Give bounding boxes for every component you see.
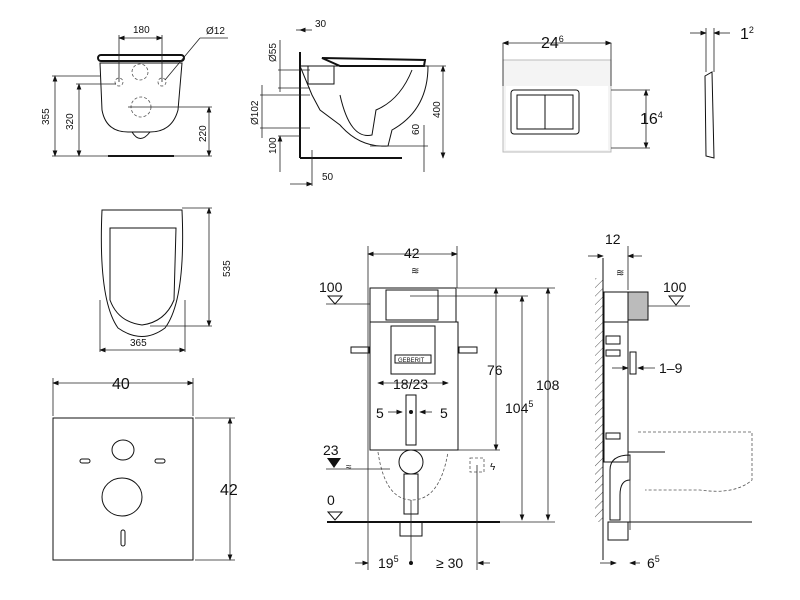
dim-dia-55: Ø55 bbox=[268, 43, 279, 62]
flush-plate-front: 246 164 bbox=[502, 34, 663, 153]
dim-mat-height: 42 bbox=[220, 482, 238, 499]
dim-mat-width: 40 bbox=[112, 376, 130, 393]
dim-355: 355 bbox=[41, 108, 52, 125]
installation-frame-front: GEBERIT ϟ 42 ≋ 100 23 ≈ 0 18/23 5 5 76 1… bbox=[319, 245, 560, 571]
dim-400: 400 bbox=[432, 101, 443, 118]
level-100-side: 100 bbox=[663, 279, 687, 295]
dim-50: 50 bbox=[322, 172, 334, 183]
brand-label: GEBERIT bbox=[398, 358, 425, 364]
water-supply-side-icon: ≋ bbox=[616, 268, 624, 279]
dim-dia-12: Ø12 bbox=[206, 26, 225, 37]
dim-5-left: 5 bbox=[376, 405, 384, 421]
dim-min-30: ≥ 30 bbox=[436, 555, 463, 571]
dim-dia-102: Ø102 bbox=[250, 100, 261, 125]
dim-76: 76 bbox=[487, 362, 503, 378]
dim-104-5: 1045 bbox=[505, 399, 533, 416]
water-supply-icon: ≋ bbox=[411, 266, 419, 277]
dim-frame-width: 42 bbox=[404, 245, 420, 261]
insulation-mat: 40 42 bbox=[52, 376, 238, 561]
dim-60: 60 bbox=[411, 123, 422, 135]
dim-220: 220 bbox=[198, 125, 209, 142]
dim-108: 108 bbox=[536, 377, 560, 393]
installation-frame-side: 12 ≋ 100 1–9 65 bbox=[588, 231, 753, 571]
wc-front-view: 180 Ø12 355 320 220 bbox=[41, 25, 228, 157]
wc-top-view: 535 365 bbox=[99, 207, 233, 353]
dim-19-5: 195 bbox=[378, 554, 399, 571]
water-inlet-icon: ≈ bbox=[346, 462, 352, 473]
dim-frame-depth: 12 bbox=[605, 231, 621, 247]
dim-365: 365 bbox=[130, 338, 147, 349]
dim-plate-height: 164 bbox=[640, 110, 663, 128]
dim-18-23: 18/23 bbox=[393, 376, 428, 392]
dim-5-right: 5 bbox=[440, 405, 448, 421]
dim-1-9: 1–9 bbox=[659, 360, 683, 376]
wc-side-view: 30 Ø55 Ø102 100 50 60 400 bbox=[250, 19, 446, 187]
dim-320: 320 bbox=[65, 113, 76, 130]
level-0: 0 bbox=[327, 492, 335, 508]
dim-6-5: 65 bbox=[647, 554, 660, 571]
flush-plate-side: 12 bbox=[690, 25, 754, 159]
level-23: 23 bbox=[323, 442, 339, 458]
dim-plate-depth: 12 bbox=[740, 25, 754, 43]
dim-535: 535 bbox=[222, 260, 233, 277]
dim-180: 180 bbox=[133, 25, 150, 36]
dim-100: 100 bbox=[268, 137, 279, 154]
electrical-icon: ϟ bbox=[490, 462, 496, 473]
level-100: 100 bbox=[319, 279, 343, 295]
dim-plate-width: 246 bbox=[541, 34, 564, 52]
dim-30: 30 bbox=[315, 19, 327, 30]
